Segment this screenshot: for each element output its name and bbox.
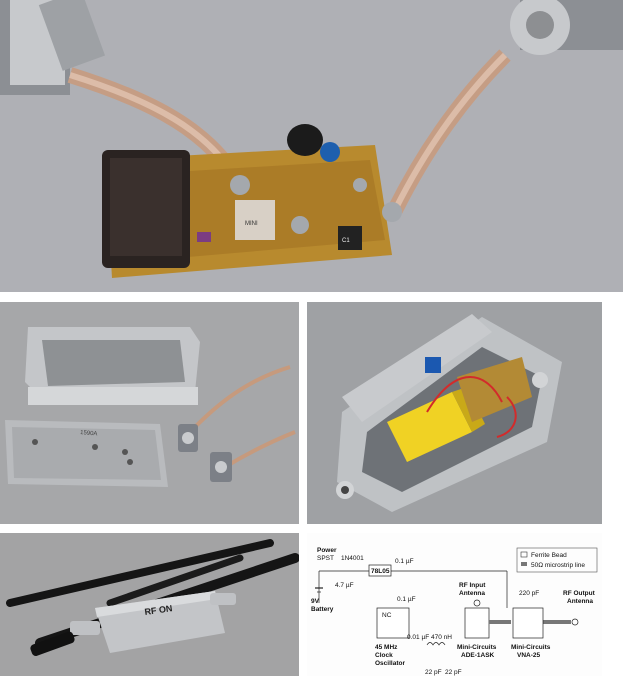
label-cap-001: 0.01 µF	[407, 634, 429, 641]
finished-device-photo: RF ON	[0, 533, 299, 676]
circuit-board-photo: MINI C1	[0, 0, 623, 292]
label-cap-01-mid: 0.1 µF	[397, 596, 416, 603]
label-rf-output: RF Output	[563, 590, 596, 597]
label-rf-output-antenna: Antenna	[567, 598, 593, 605]
label-cap-47: 4.7 µF	[335, 582, 354, 589]
case-marking: RF ON	[144, 603, 173, 617]
enclosure-interior-photo	[307, 302, 602, 524]
label-mixer-part: ADE-1ASK	[461, 652, 495, 659]
label-rf-input-antenna: Antenna	[459, 590, 485, 597]
label-cap-22b: 22 pF	[445, 669, 462, 676]
label-amp-maker: Mini-Circuits	[511, 644, 551, 651]
lid-marking: 1590A	[80, 430, 98, 437]
label-cap-220: 220 pF	[519, 590, 539, 597]
label-mixer-maker: Mini-Circuits	[457, 644, 497, 651]
label-power: Power	[317, 547, 337, 554]
enclosure-parts-photo: 1590A	[0, 302, 299, 524]
label-clock: Clock	[375, 652, 393, 659]
regulator-78l05: 78L05	[371, 568, 390, 575]
label-cap-01-top: 0.1 µF	[395, 558, 414, 565]
label-45mhz: 45 MHz	[375, 644, 398, 651]
legend-microstrip: 50Ω microstrip line	[531, 562, 585, 569]
label-rf-input: RF Input	[459, 582, 486, 589]
label-cap-22a: 22 pF	[425, 669, 442, 676]
label-spst: SPST	[317, 555, 334, 562]
circuit-schematic: Ferrite Bead 50Ω microstrip line 78L05 P…	[307, 533, 602, 676]
label-9v: 9V	[311, 598, 320, 605]
label-amp-part: VNA-25	[517, 652, 541, 659]
label-inductor: 470 nH	[431, 634, 452, 641]
label-diode: 1N4001	[341, 555, 364, 562]
label-oscillator: Oscillator	[375, 660, 405, 667]
chip-label: MINI	[245, 221, 258, 227]
label-nc: NC	[382, 612, 392, 619]
label-battery: Battery	[311, 606, 334, 613]
legend-ferrite-bead: Ferrite Bead	[531, 552, 567, 559]
regulator-label: C1	[342, 238, 350, 244]
